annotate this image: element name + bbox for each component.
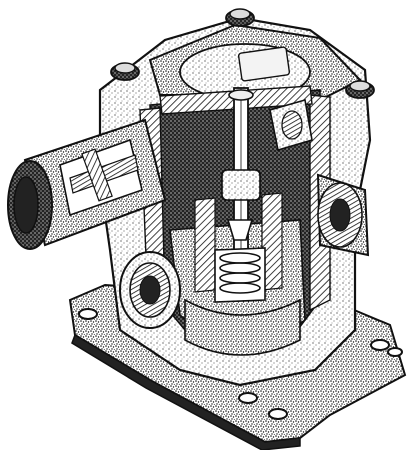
- nameplate: [237, 46, 291, 82]
- seat-spring-assembly: [214, 219, 266, 303]
- bolt-hole: [238, 392, 258, 404]
- cover-bolt: [345, 80, 375, 99]
- pilot-port: [269, 98, 313, 152]
- outlet-port: [316, 173, 370, 257]
- bolt-hole: [268, 408, 288, 420]
- inlet-port: [119, 251, 181, 329]
- base-bolt-holes: [78, 308, 403, 420]
- cover-bolt: [110, 62, 140, 81]
- bolt-hole: [370, 339, 390, 351]
- coil-spring: [219, 252, 261, 294]
- side-actuator: [7, 118, 167, 250]
- cover-bolts: [110, 8, 375, 99]
- lower-chamber: [184, 298, 301, 356]
- valve-plug: [226, 219, 254, 241]
- cover-bolt: [225, 8, 255, 27]
- stem-guide: [221, 169, 261, 201]
- bolt-hole: [387, 347, 403, 357]
- bolt-hole: [78, 308, 98, 320]
- stem-cap: [228, 89, 254, 101]
